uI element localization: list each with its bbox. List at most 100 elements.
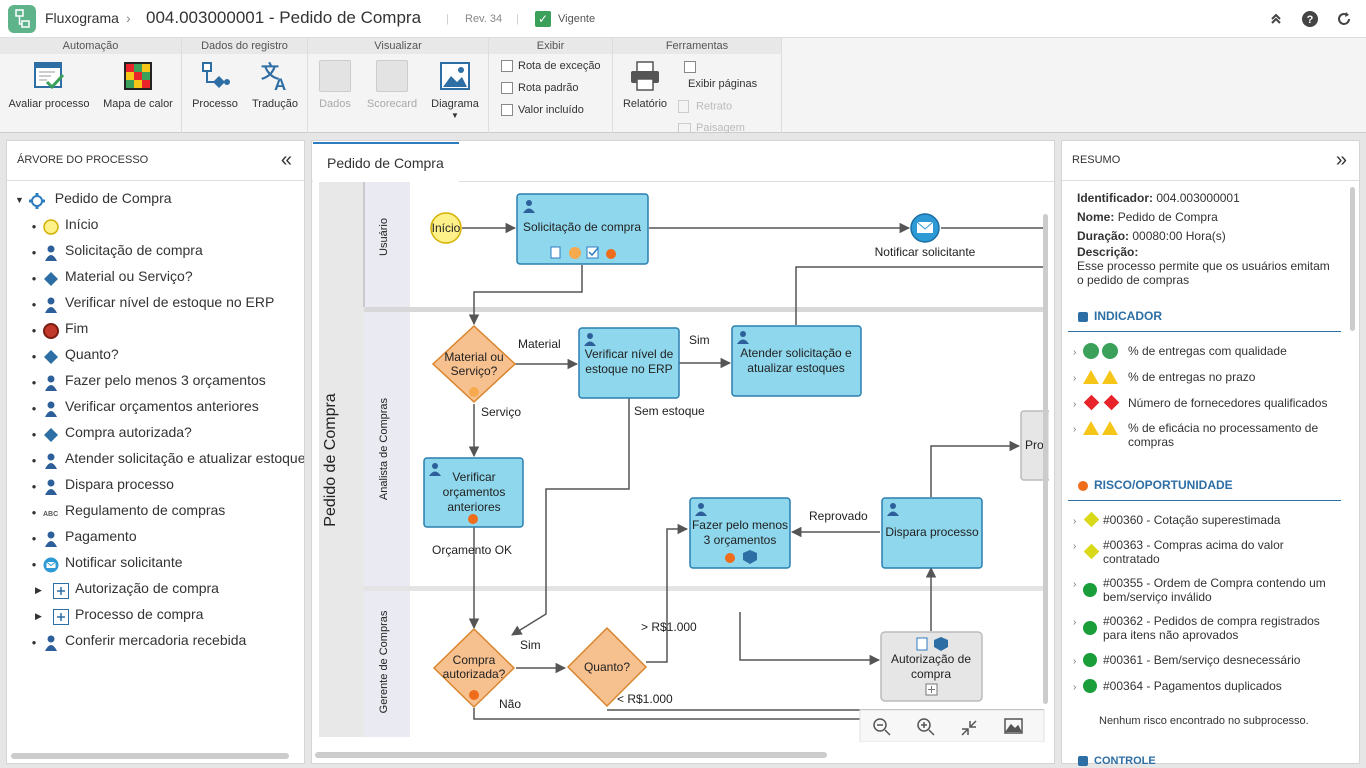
task-fazer-orcamentos[interactable]: Fazer pelo menos 3 orçamentos (689, 497, 791, 569)
data-button[interactable]: Dados (314, 60, 356, 110)
indicator-section-title[interactable]: INDICADOR (1078, 309, 1162, 323)
tree-item[interactable]: ●Pagamento (15, 523, 304, 549)
expand-arrow-icon[interactable]: › (1073, 516, 1077, 527)
risk-section-title[interactable]: RISCO/OPORTUNIDADE (1078, 478, 1233, 492)
default-route-checkbox[interactable]: Rota padrão (501, 82, 579, 95)
help-icon[interactable]: ? (1301, 10, 1319, 28)
scorecard-button[interactable]: Scorecard (364, 60, 420, 110)
export-image-icon[interactable] (1004, 718, 1023, 734)
risk-item[interactable]: ›#00360 - Cotação superestimada (1073, 512, 1341, 529)
zoom-in-icon[interactable] (917, 718, 935, 736)
diagram-vertical-scrollbar[interactable] (1043, 214, 1048, 704)
included-value-checkbox[interactable]: Valor incluído (501, 104, 584, 117)
tree-root[interactable]: ▼ Pedido de Compra (15, 185, 304, 211)
evaluate-process-button[interactable]: Avaliar processo (6, 60, 92, 110)
tree-item[interactable]: ●Dispara processo (15, 471, 304, 497)
expand-arrow-icon[interactable]: › (1073, 399, 1077, 410)
printer-icon (629, 60, 661, 92)
collapse-right-icon[interactable]: » (1335, 149, 1347, 171)
task-atender[interactable]: Atender solicitação e atualizar estoques (731, 325, 862, 397)
expand-arrow-icon[interactable]: › (1073, 682, 1077, 693)
exception-route-checkbox[interactable]: Rota de exceção (501, 60, 601, 73)
tree-item[interactable]: ▶Processo de compra (15, 601, 304, 627)
tree-item[interactable]: ●Quanto? (15, 341, 304, 367)
task-verificar-orcamentos[interactable]: Verificar orçamentos anteriores (423, 457, 524, 528)
tree-item[interactable]: ●Material ou Serviço? (15, 263, 304, 289)
task-verificar-nivel[interactable]: Verificar nível de estoque no ERP (578, 327, 680, 399)
task-solicitacao[interactable]: Solicitação de compra (516, 193, 649, 265)
task-label: atualizar estoques (747, 361, 844, 375)
expand-arrow-icon[interactable]: ▼ (15, 195, 24, 205)
diagram-button[interactable]: Diagrama ▼ (428, 60, 482, 120)
start-event[interactable] (430, 212, 462, 244)
report-button[interactable]: Relatório (619, 60, 671, 110)
notify-event[interactable] (910, 213, 940, 243)
process-icon (199, 60, 231, 92)
summary-scrollbar[interactable] (1350, 187, 1355, 331)
horizontal-scrollbar[interactable] (11, 753, 289, 759)
fit-screen-icon[interactable] (961, 720, 977, 736)
task-dispara[interactable]: Dispara processo (881, 497, 983, 569)
tree-item[interactable]: ●Atender solicitação e atualizar estoque (15, 445, 304, 471)
expand-arrow-icon[interactable]: › (1073, 347, 1077, 358)
subprocess-autorizacao[interactable]: Autorização de compra (880, 631, 983, 702)
expand-arrow-icon[interactable]: › (1073, 424, 1077, 435)
collapse-left-icon[interactable]: « (280, 149, 292, 171)
show-pages-checkbox[interactable] (684, 61, 701, 74)
expand-arrow-icon[interactable]: › (1073, 373, 1077, 384)
tab-pedido-de-compra[interactable]: Pedido de Compra (313, 142, 459, 182)
portrait-option[interactable]: Retrato (678, 100, 732, 113)
breadcrumb-app[interactable]: Fluxograma (45, 10, 119, 26)
tree-item[interactable]: ●Notificar solicitante (15, 549, 304, 575)
process-button[interactable]: Processo (188, 60, 242, 110)
subprocess-pro[interactable]: Pro (1020, 410, 1049, 481)
zoom-out-icon[interactable] (873, 718, 891, 736)
risk-item[interactable]: ›#00361 - Bem/serviço desnecessário (1073, 652, 1341, 669)
expand-arrow-icon[interactable]: › (1073, 656, 1077, 667)
tree-item[interactable]: ●Compra autorizada? (15, 419, 304, 445)
diagram-horizontal-scrollbar[interactable] (315, 752, 827, 758)
lane-header-gerente (364, 591, 410, 737)
indicator-item[interactable]: › % de entregas com qualidade (1073, 343, 1341, 360)
expand-arrow-icon[interactable]: ▶ (35, 611, 42, 621)
expand-arrow-icon[interactable]: › (1073, 541, 1077, 552)
tree-item[interactable]: ●Conferir mercadoria recebida (15, 627, 304, 653)
tree-item[interactable]: ●Fim (15, 315, 304, 341)
abc-icon: ABC (43, 503, 59, 519)
refresh-icon[interactable] (1335, 10, 1353, 28)
gateway-material[interactable]: Material ou Serviço? (431, 324, 517, 404)
collapse-up-icon[interactable] (1267, 10, 1285, 28)
start-label: Início (432, 221, 461, 235)
indicator-item[interactable]: › % de entregas no prazo (1073, 369, 1341, 386)
status-green-icon (1083, 582, 1103, 597)
checkbox-label: Rota padrão (518, 82, 579, 94)
risk-item[interactable]: ›#00364 - Pagamentos duplicados (1073, 678, 1341, 695)
edge-label: Serviço (481, 405, 521, 419)
tree-item[interactable]: ●Solicitação de compra (15, 237, 304, 263)
user-icon (43, 451, 59, 470)
landscape-option[interactable]: Paisagem (678, 122, 745, 133)
tree-item[interactable]: ●Início (15, 211, 304, 237)
bullet-icon: ● (31, 534, 37, 543)
tree-item[interactable]: ▶Autorização de compra (15, 575, 304, 601)
control-section-title[interactable]: CONTROLE (1078, 755, 1156, 767)
indicator-item[interactable]: › Número de fornecedores qualificados (1073, 395, 1341, 412)
tree-item[interactable]: ●Verificar orçamentos anteriores (15, 393, 304, 419)
tree-item[interactable]: ●Fazer pelo menos 3 orçamentos (15, 367, 304, 393)
expand-arrow-icon[interactable]: ▶ (35, 585, 42, 595)
tab-label: Pedido de Compra (327, 155, 444, 171)
panel-header: ÁRVORE DO PROCESSO « (7, 141, 304, 181)
expand-arrow-icon[interactable]: › (1073, 617, 1077, 628)
gateway-compra-autorizada[interactable]: Compra autorizada? (432, 627, 516, 709)
expand-arrow-icon[interactable]: › (1073, 579, 1077, 590)
flowchart-app-icon[interactable] (8, 5, 36, 33)
tree-item[interactable]: ●Verificar nível de estoque no ERP (15, 289, 304, 315)
heat-map-button[interactable]: Mapa de calor (100, 60, 176, 110)
gateway-quanto[interactable]: Quanto? (566, 626, 648, 708)
